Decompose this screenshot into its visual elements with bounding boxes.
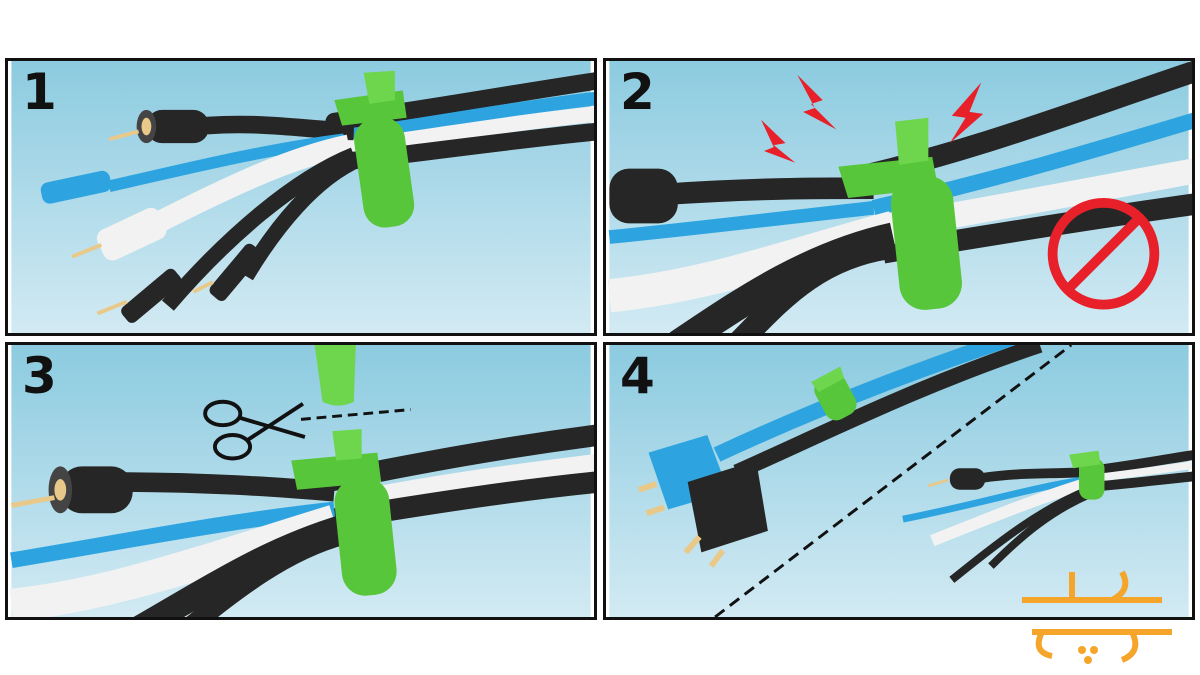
step-3-illustration xyxy=(9,345,594,617)
step-number: 4 xyxy=(620,347,655,405)
scissors-icon xyxy=(203,399,306,461)
step-1-illustration xyxy=(11,61,594,333)
step-4-illustration xyxy=(609,345,1192,617)
no-entry-icon xyxy=(1047,197,1160,310)
lightning-icon xyxy=(761,74,984,163)
step-4-panel: 4 xyxy=(603,342,1195,620)
plug-icon xyxy=(637,435,768,568)
step-3-panel: 3 xyxy=(5,342,597,620)
step-1-panel: 1 xyxy=(5,58,597,336)
step-number: 2 xyxy=(620,63,655,121)
step-2-panel: 2 xyxy=(603,58,1195,336)
brand-logo xyxy=(1012,560,1182,670)
step-number: 1 xyxy=(22,63,57,121)
step-number: 3 xyxy=(22,347,57,405)
step-2-illustration xyxy=(607,61,1192,333)
